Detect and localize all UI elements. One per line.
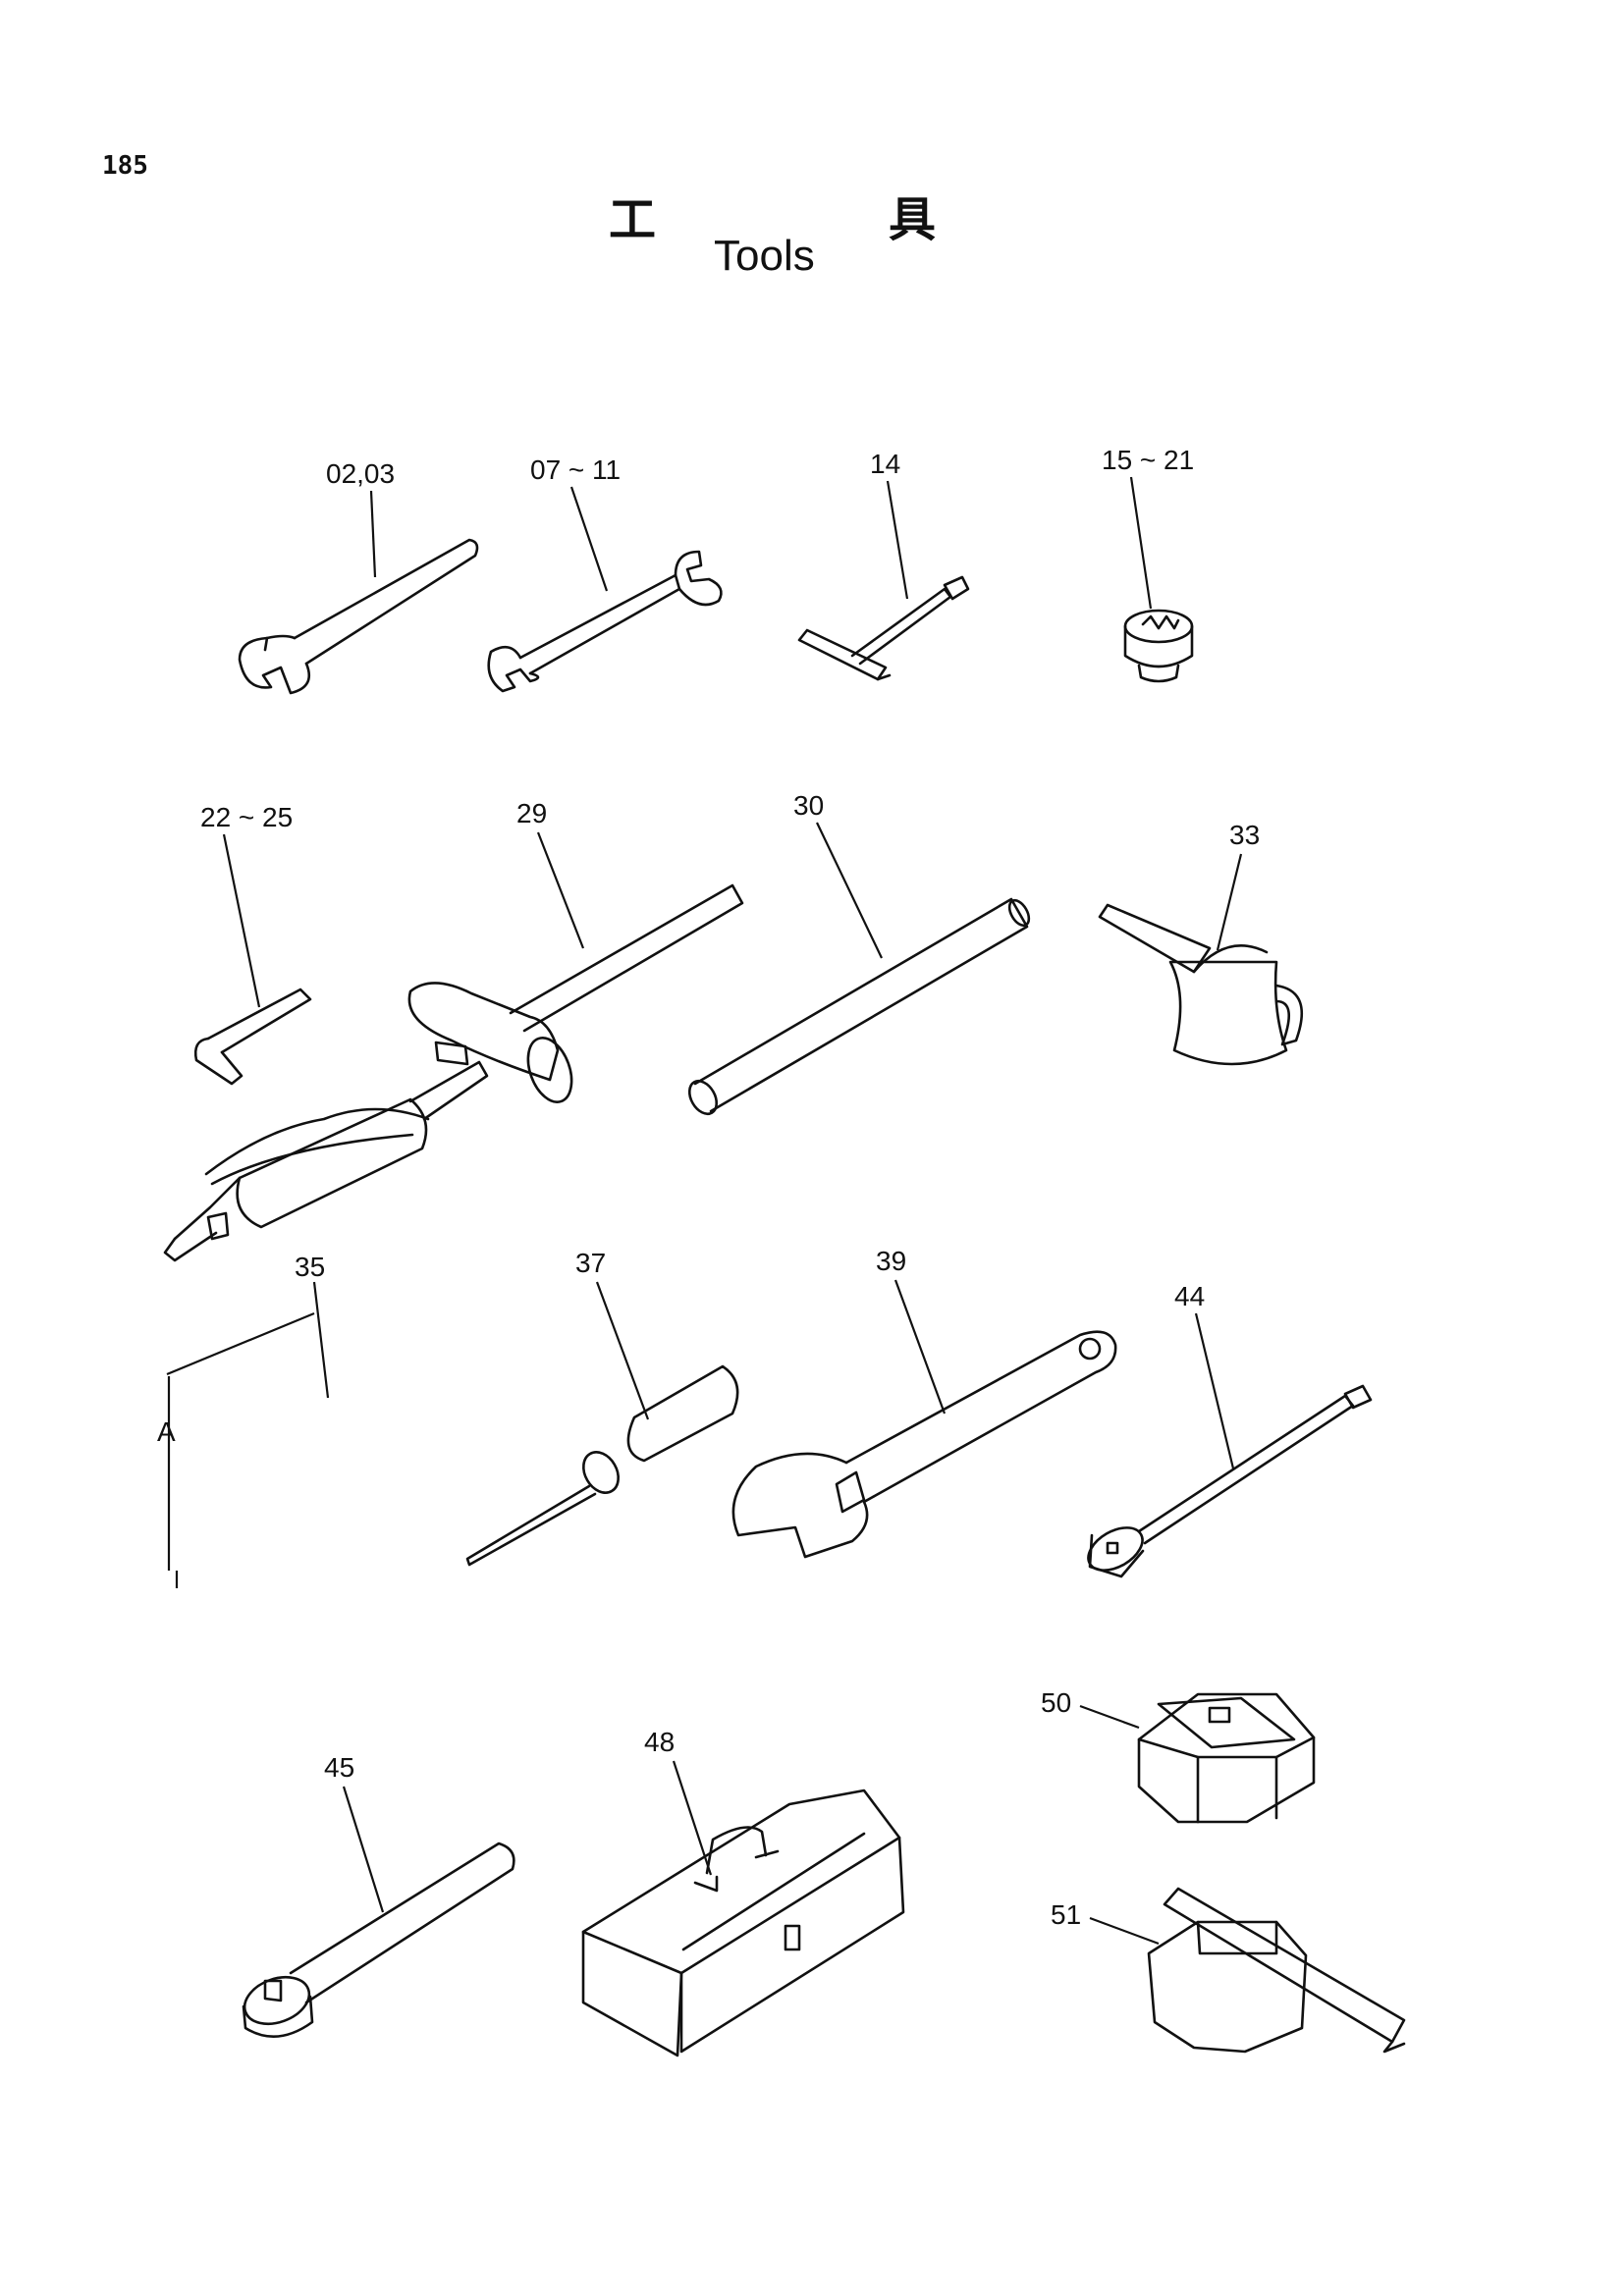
callout-29: 29 [516,798,547,828]
callout-15-21: 15 ~ 21 [1102,445,1194,475]
callout-51: 51 [1051,1899,1081,1930]
callout-02-03: 02,03 [326,458,395,489]
tool-single-open-end-wrench: 02,03 [238,458,479,695]
tool-toolbox: 48 [581,1727,905,2057]
tool-adjustable-wrench: 39 [731,1246,1117,1559]
callout-07-11: 07 ~ 11 [530,454,621,485]
title-japanese-char-2: 具 [889,192,937,247]
callout-50: 50 [1041,1687,1071,1718]
callout-30: 30 [793,790,824,821]
callout-48: 48 [644,1727,675,1757]
tool-t-socket-wrench: 14 [797,449,970,681]
tool-filter-wrench-51: 51 [1051,1887,1406,2054]
tool-oil-can: 33 [1098,820,1304,1066]
callout-22-25: 22 ~ 25 [200,802,293,832]
tool-filter-wrench-50: 50 [1041,1687,1316,1824]
tool-ratchet-handle: 45 [242,1752,515,2038]
tool-grease-gun: 35 A [157,1060,489,1588]
callout-35: 35 [295,1252,325,1282]
tool-hammer: 29 [407,798,744,1103]
callout-45: 45 [324,1752,354,1783]
tool-extension-bar: 44 [1087,1281,1373,1578]
title-japanese-char-1: 工 [609,192,657,247]
tool-bar: 30 [687,790,1031,1116]
callout-37: 37 [575,1248,606,1278]
callout-a: A [157,1416,176,1447]
callout-39: 39 [876,1246,906,1276]
tool-hex-key: 22 ~ 25 [193,802,312,1086]
tool-double-open-end-wrench: 07 ~ 11 [487,454,723,693]
title-english: Tools [714,232,815,280]
callout-14: 14 [870,449,900,479]
callout-44: 44 [1174,1281,1205,1311]
tool-socket: 15 ~ 21 [1102,445,1194,683]
callout-33: 33 [1229,820,1260,850]
tool-screwdriver: 37 [465,1248,739,1567]
page-number: 185 [102,151,148,181]
